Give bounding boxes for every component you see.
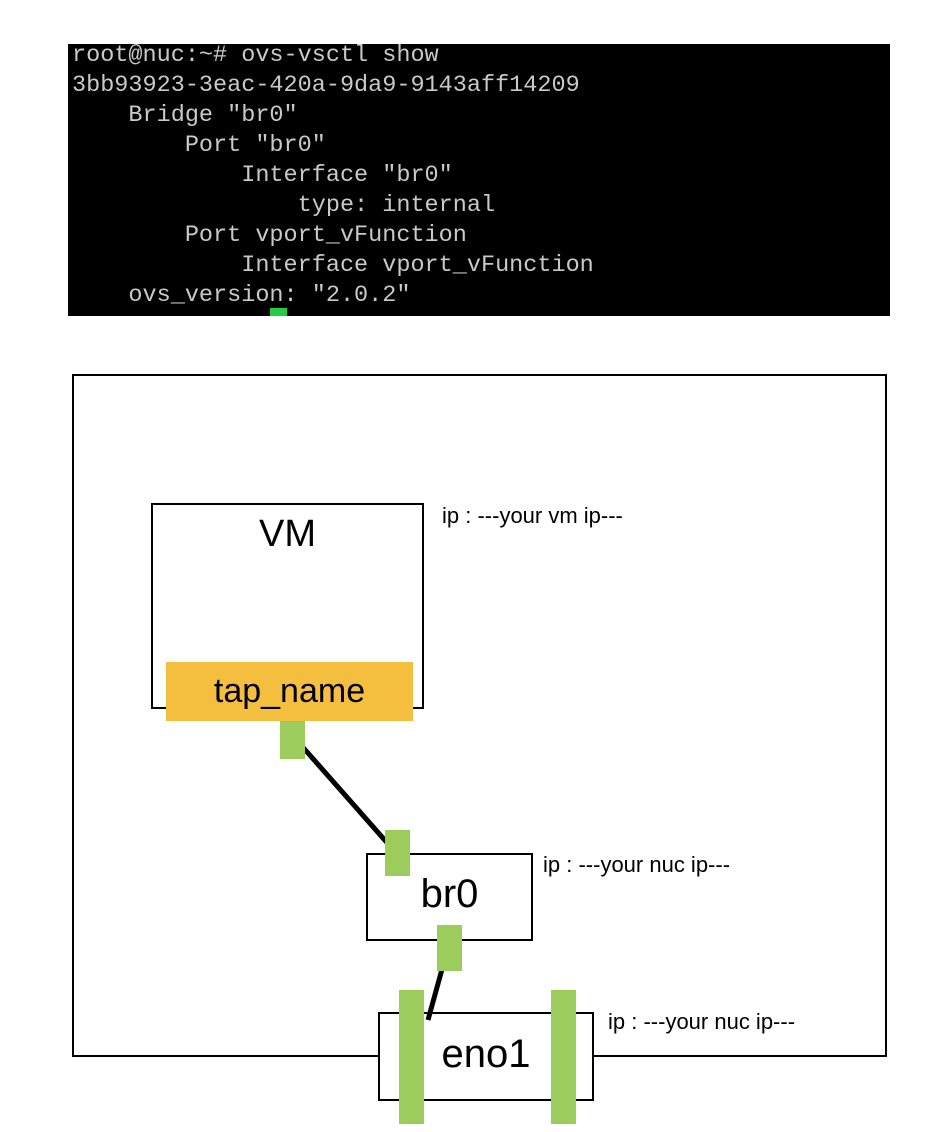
bridge-upper-port	[385, 830, 410, 876]
vm-ip-note: ip : ---your vm ip---	[442, 503, 623, 528]
nic-left-port	[399, 990, 424, 1124]
terminal-line: Port "br0"	[72, 132, 326, 159]
terminal-line: root@nuc:~# ovs-vsctl show	[72, 44, 439, 69]
terminal-line: Port vport_vFunction	[72, 222, 467, 249]
nic-right-port	[551, 990, 576, 1124]
terminal-line: Interface vport_vFunction	[72, 252, 594, 279]
tap-interface: tap_name	[166, 662, 413, 721]
terminal-line: 3bb93923-3eac-420a-9da9-9143aff14209	[72, 72, 580, 99]
nic-label: eno1	[441, 1032, 531, 1076]
bridge-label: br0	[420, 872, 479, 916]
tap-label: tap_name	[213, 672, 366, 710]
bridge-to-nic-link	[425, 961, 447, 1021]
terminal-line: Bridge "br0"	[72, 102, 298, 129]
vm-label: VM	[259, 513, 316, 555]
bridge-ip-note: ip : ---your nuc ip---	[543, 852, 731, 877]
bridge-lower-port	[437, 925, 462, 971]
tap-to-bridge-link	[298, 742, 392, 848]
nic-ip-note: ip : ---your nuc ip---	[608, 1009, 796, 1034]
terminal-window: root@nuc:~# ovs-vsctl show 3bb93923-3eac…	[68, 44, 890, 316]
terminal-cursor	[270, 308, 287, 316]
tap-port	[280, 721, 305, 759]
terminal-line: type: internal	[72, 192, 496, 219]
terminal-line: ovs_version: "2.0.2"	[72, 282, 411, 309]
terminal-line: Interface "br0"	[72, 162, 453, 189]
